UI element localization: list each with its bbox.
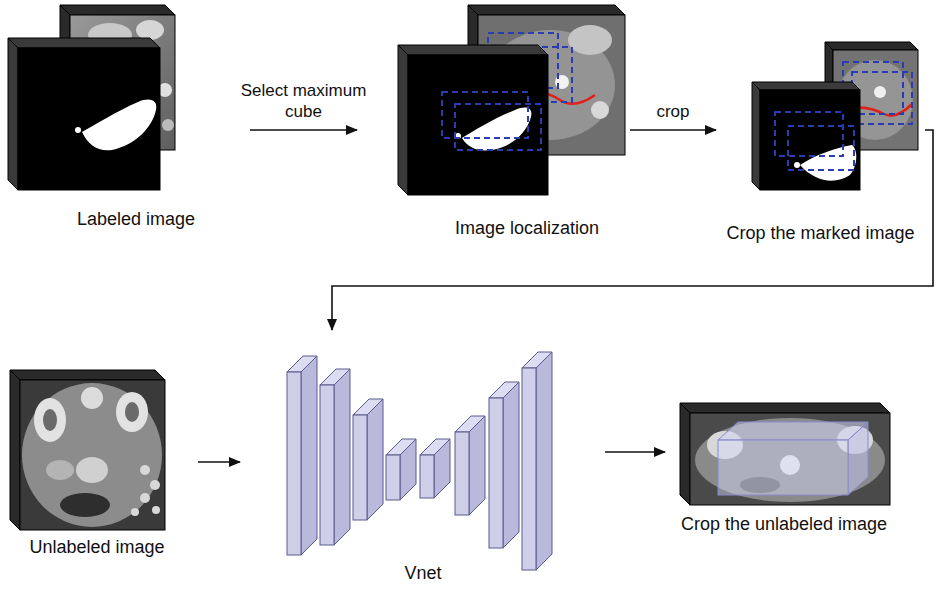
image-node: Crop the marked image — [716, 2, 925, 248]
flow-arrow — [332, 130, 933, 330]
image-caption: Crop the marked image — [718, 222, 923, 244]
image-caption: Labeled image — [56, 208, 216, 230]
mask-slice — [8, 38, 160, 190]
image-caption: Image localization — [437, 217, 617, 239]
image-caption: Vnet — [383, 562, 463, 584]
mask-slice — [752, 82, 860, 190]
image-node: Unlabeled image — [8, 360, 198, 560]
ct-slice — [10, 370, 165, 530]
image-caption: Unlabeled image — [12, 536, 182, 558]
mask-slice — [398, 45, 548, 195]
flow-arrow — [198, 461, 240, 463]
vnet-layers — [287, 352, 552, 570]
flow-arrow — [630, 129, 716, 131]
arrow-label: Select maximum cube — [227, 80, 381, 122]
ct-crop — [680, 403, 890, 505]
image-caption: Crop the unlabeled image — [670, 513, 898, 535]
image-node: Crop the unlabeled image — [665, 395, 900, 540]
image-node: Image localization — [357, 2, 630, 244]
image-node: Vnet — [240, 330, 605, 586]
flow-arrow — [250, 129, 357, 131]
image-node: Labeled image — [2, 2, 250, 234]
flow-arrow — [605, 451, 665, 453]
arrow-label: crop — [654, 101, 691, 122]
